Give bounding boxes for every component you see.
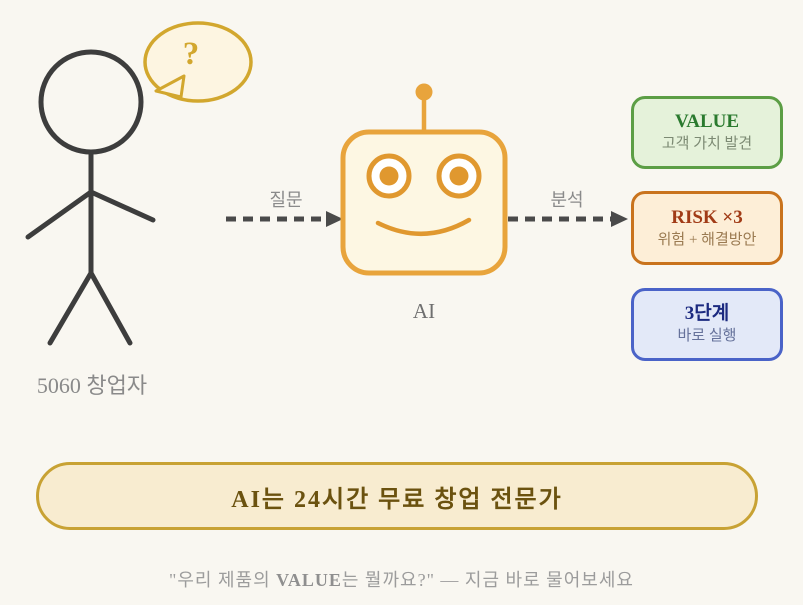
- robot-eye-left-pupil: [379, 166, 399, 186]
- analysis-arrow-head: [611, 211, 628, 227]
- analysis-arrow-label: 분석: [550, 190, 584, 210]
- footer-tagline-highlight: VALUE: [276, 570, 342, 590]
- person-leg-right: [88, 270, 133, 346]
- speech-bubble-tail: [154, 74, 186, 99]
- person-arm-left: [25, 189, 94, 240]
- person-label: 5060 창업자: [36, 373, 148, 398]
- robot-eye-right-pupil: [449, 166, 469, 186]
- question-arrow-head: [326, 211, 343, 227]
- question-arrow: [226, 211, 343, 227]
- robot-figure: [340, 83, 508, 276]
- robot-smile: [375, 217, 472, 236]
- output-box-value-subtitle: 고객 가치 발견: [661, 136, 753, 153]
- output-box-value: VALUE 고객 가치 발견: [631, 96, 783, 169]
- output-box-value-title: VALUE: [674, 111, 740, 133]
- person-leg-left: [47, 270, 94, 346]
- robot-label: AI: [412, 299, 436, 323]
- banner: AI는 24시간 무료 창업 전문가: [36, 462, 758, 530]
- analysis-arrow: [508, 211, 628, 227]
- person-arm-right: [88, 189, 156, 223]
- speech-bubble-question-mark: ?: [182, 36, 200, 72]
- output-box-steps-subtitle: 바로 실행: [677, 328, 737, 345]
- robot-antenna-tip: [415, 83, 433, 101]
- person-head: [38, 49, 144, 155]
- person-figure: [25, 49, 156, 346]
- question-arrow-label: 질문: [269, 190, 303, 210]
- robot-head: [340, 129, 508, 276]
- speech-bubble: [143, 21, 253, 103]
- output-box-steps-title: 3단계: [684, 303, 730, 325]
- output-box-steps: 3단계 바로 실행: [631, 288, 783, 361]
- footer-tagline-suffix: 는 뭘까요?" — 지금 바로 물어보세요: [341, 570, 634, 590]
- banner-text: AI는 24시간 무료 창업 전문가: [231, 486, 563, 513]
- footer-tagline-prefix: "우리 제품의: [169, 570, 277, 590]
- output-box-risk-title: RISK ×3: [671, 206, 743, 228]
- output-box-risk-subtitle: 위험 + 해결방안: [657, 231, 757, 248]
- footer-tagline: "우리 제품의 VALUE는 뭘까요?" — 지금 바로 물어보세요: [0, 566, 803, 592]
- output-box-risk: RISK ×3 위험 + 해결방안: [631, 191, 783, 265]
